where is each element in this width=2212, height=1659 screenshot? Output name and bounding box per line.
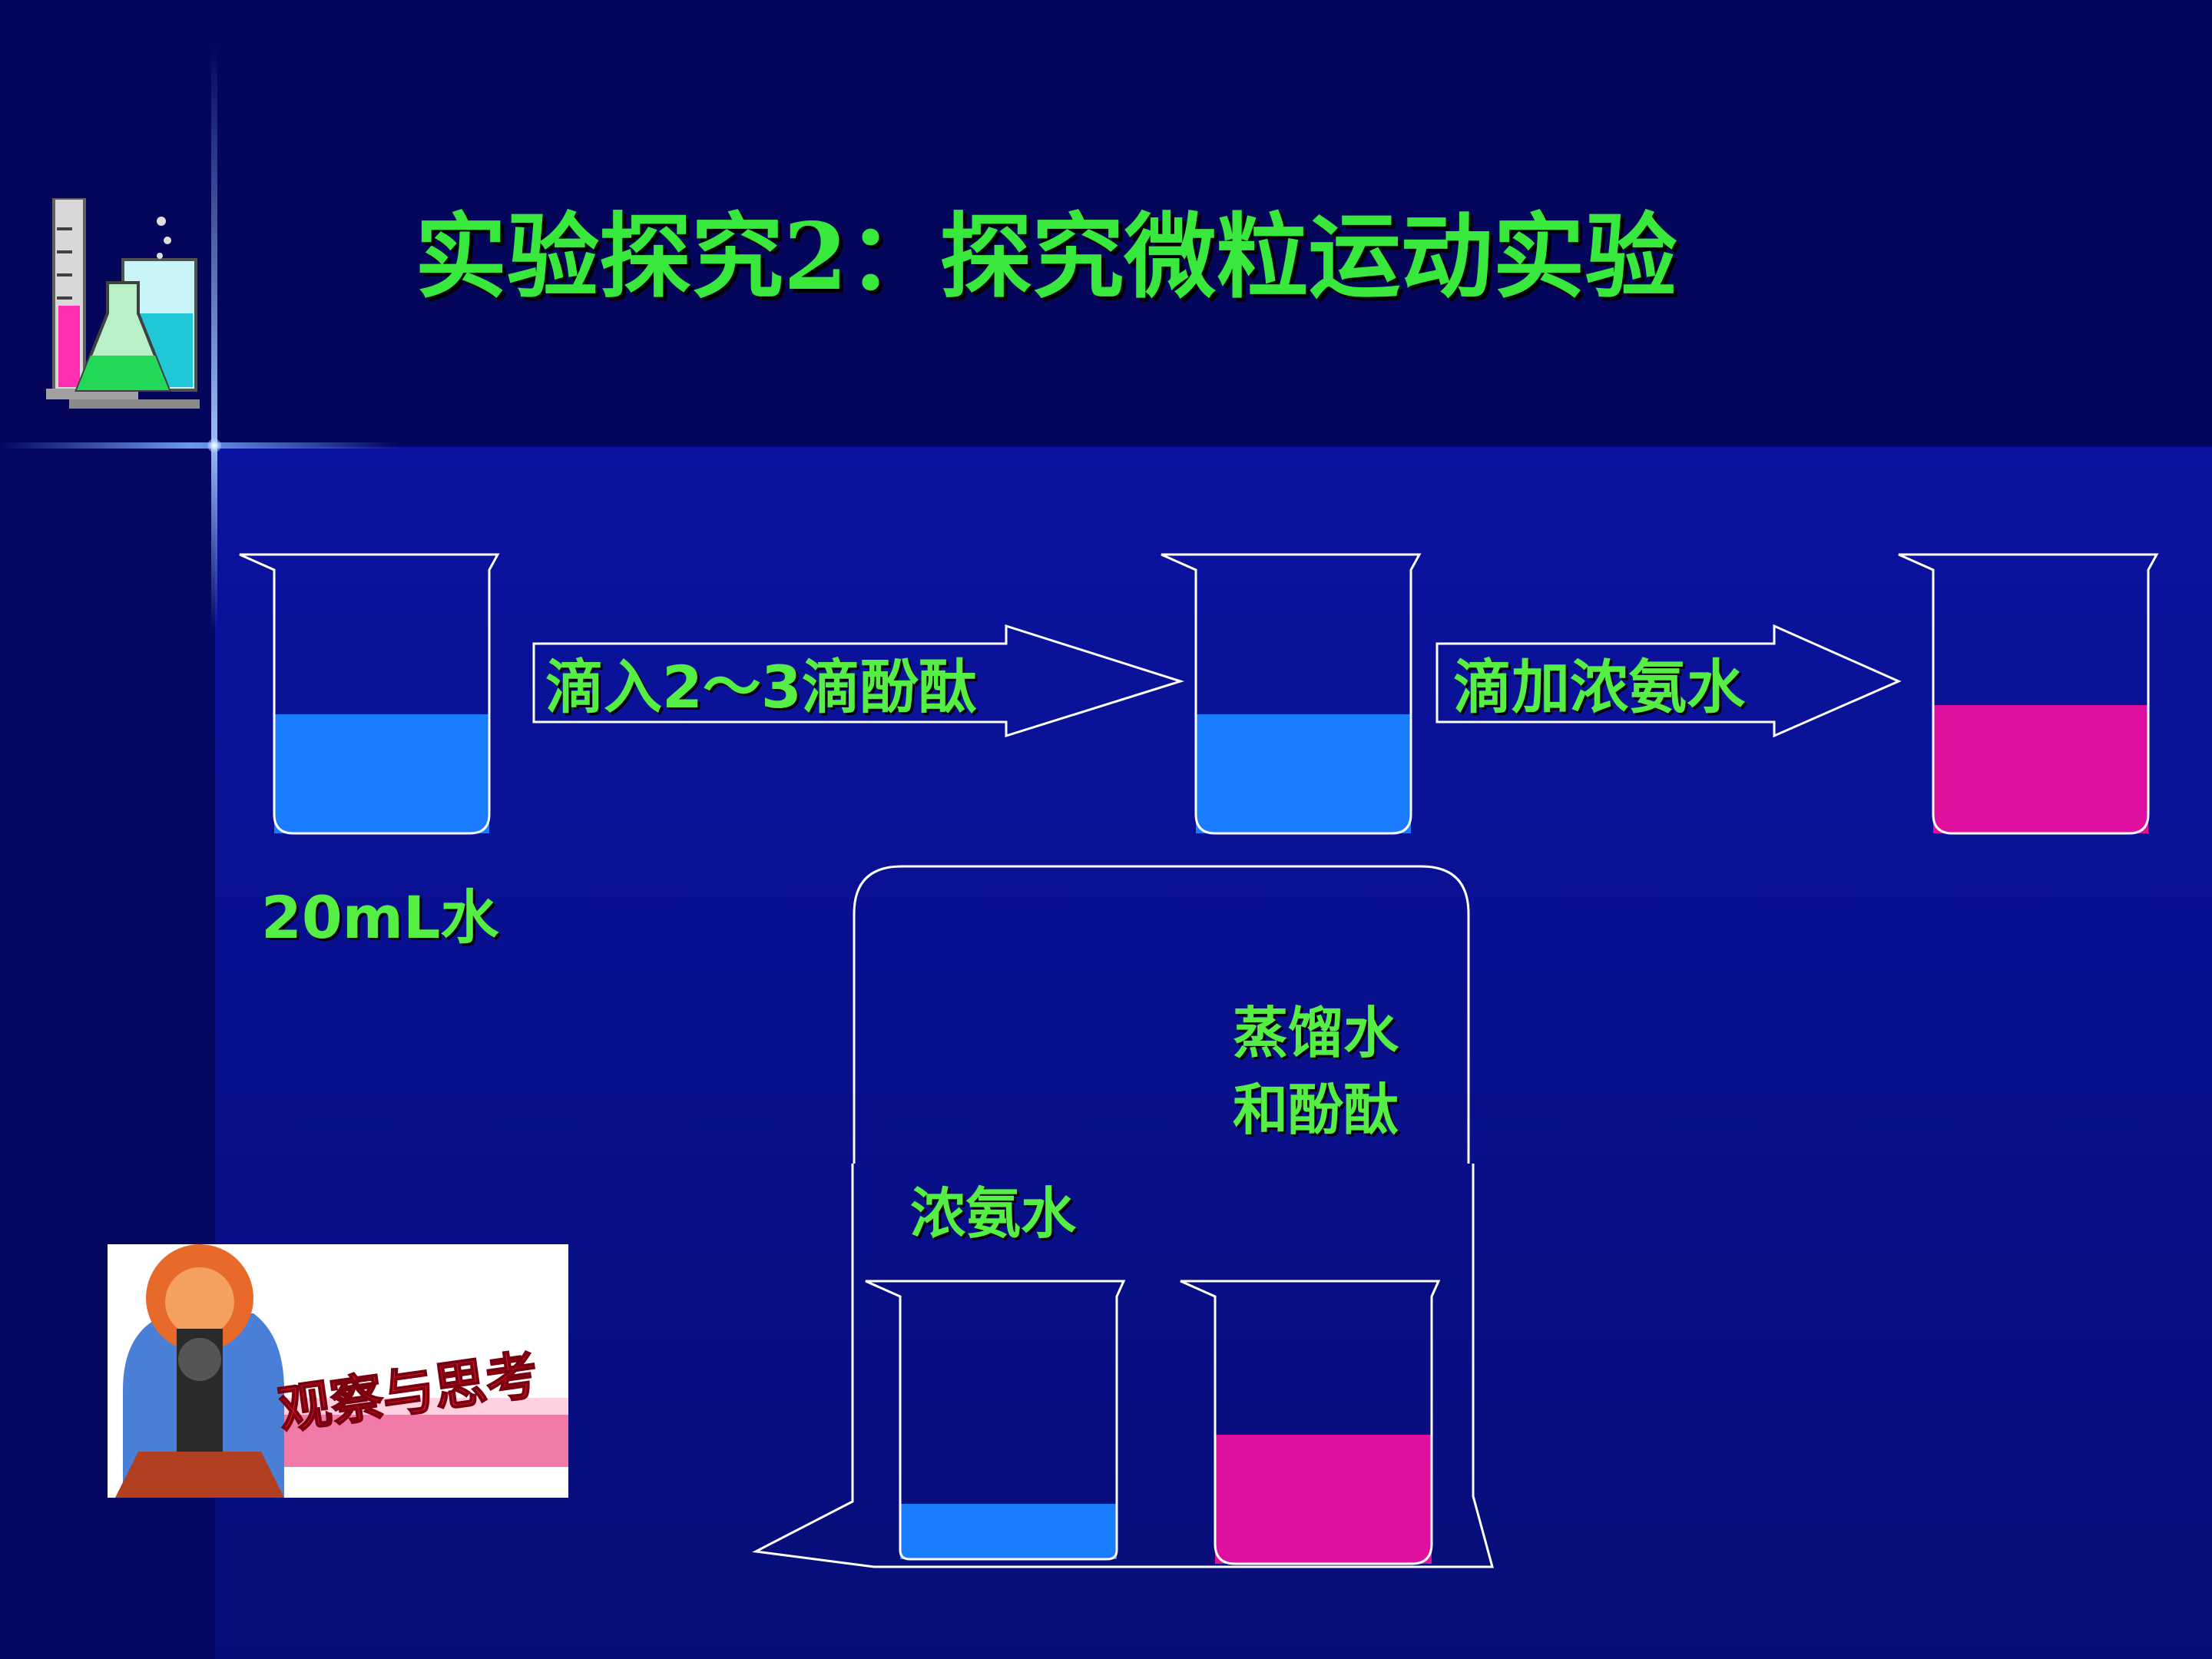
distilled-water-label: 蒸馏水 和酚酞 xyxy=(1233,995,1463,1148)
slide-title: 实验探究2：探究微粒运动实验 xyxy=(415,203,1677,311)
distilled-water-label-line2: 和酚酞 xyxy=(1233,1078,1399,1142)
arrow-step2-label: 滴加浓氨水 xyxy=(1453,653,1745,721)
arrow-step1 xyxy=(532,624,1184,738)
beaker-water-liquid xyxy=(274,714,489,833)
beaker-distilled-phenolphthalein xyxy=(1180,1280,1441,1565)
header-background xyxy=(0,0,2212,447)
distilled-water-label-line1: 蒸馏水 xyxy=(1233,1001,1399,1065)
glow-line-vertical xyxy=(211,46,217,630)
beaker-phenolphthalein xyxy=(1161,553,1422,835)
arrow-step1-label: 滴入2～3滴酚酞 xyxy=(545,653,977,721)
lab-glassware-icon xyxy=(46,198,200,409)
water-amount-label: 20mL水 xyxy=(261,883,499,952)
observe-and-think-picture: 观察与思考 xyxy=(108,1244,568,1498)
beaker-after-ammonia-liquid xyxy=(1933,705,2148,833)
beaker-ammonia-liquid xyxy=(900,1504,1117,1559)
beaker-ammonia xyxy=(865,1280,1126,1561)
beaker-after-ammonia xyxy=(1898,553,2159,835)
beaker-distilled-liquid xyxy=(1215,1435,1432,1564)
arrow-step2 xyxy=(1435,624,1902,738)
beaker-phenolphthalein-liquid xyxy=(1196,714,1411,833)
beaker-water xyxy=(239,553,500,835)
large-beaker-cover xyxy=(752,865,1494,1568)
glow-star xyxy=(207,439,221,452)
ammonia-label: 浓氨水 xyxy=(910,1181,1077,1246)
glow-line-horizontal xyxy=(0,442,399,449)
